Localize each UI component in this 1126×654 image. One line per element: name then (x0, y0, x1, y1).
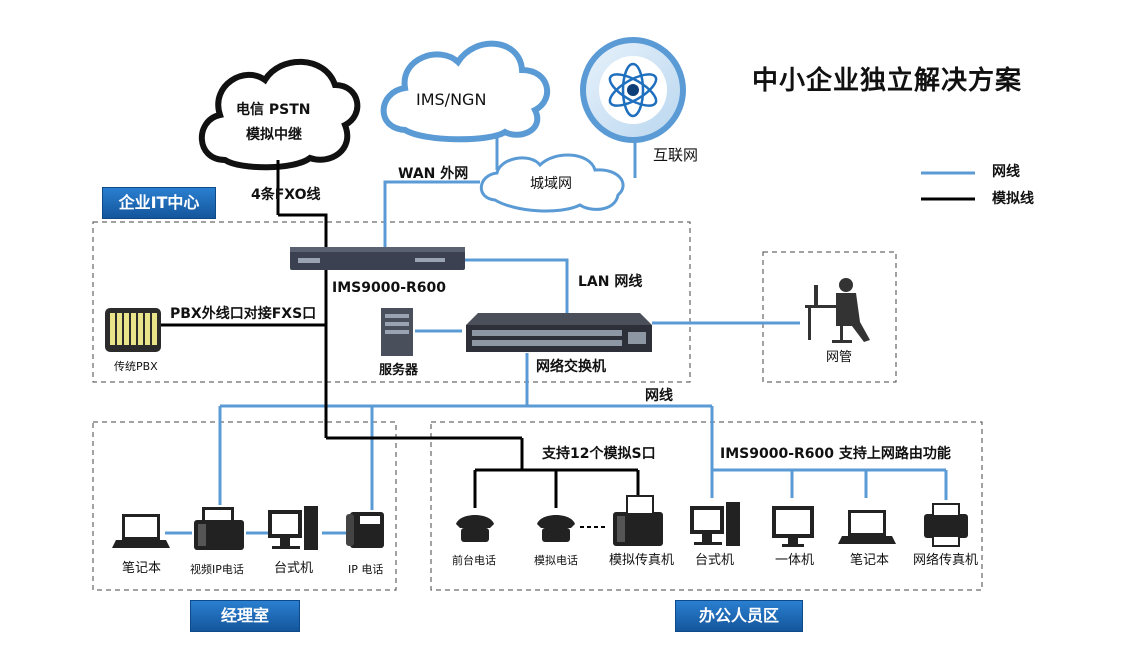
zone-manager (92, 421, 397, 591)
manager-device-label: IP 电话 (348, 563, 384, 576)
pbx-device (105, 308, 161, 352)
it-center-badge: 企业IT中心 (102, 187, 216, 219)
lan-label: LAN 网线 (578, 274, 643, 290)
analog-ports-label: 支持12个模拟S口 (542, 446, 656, 462)
manager-device-label: 台式机 (274, 561, 314, 576)
fxo-label: 4条FXO线 (251, 187, 321, 203)
pbx-label: 传统PBX (114, 360, 158, 373)
wan-label: WAN 外网 (398, 166, 469, 182)
analog-phone-icon (537, 515, 575, 542)
page-title: 中小企业独立解决方案 (752, 66, 1023, 96)
office-device-label: 台式机 (695, 553, 735, 568)
ims9000-device (290, 247, 465, 270)
device-label: IMS9000-R600 (332, 280, 447, 296)
netmgr-person (805, 278, 870, 343)
manager-device-label: 笔记本 (122, 561, 162, 576)
server-label: 服务器 (379, 363, 419, 378)
office-device-label: 前台电话 (452, 554, 496, 567)
legend-network-line: 网线 (992, 164, 1020, 180)
routing-label: IMS9000-R600 支持上网路由功能 (720, 446, 951, 462)
server (381, 308, 413, 356)
netmgr-label: 网管 (826, 350, 853, 365)
video-ip-phone-icon (194, 507, 244, 550)
metro-cloud-label: 城域网 (530, 176, 572, 192)
zone-office (430, 421, 983, 591)
pstn-cloud (198, 58, 361, 171)
zone-it-center (92, 221, 691, 383)
network-line-label: 网线 (645, 388, 673, 404)
network-lines (165, 133, 948, 535)
office-device-label: 模拟传真机 (609, 553, 675, 568)
office-device-label: 模拟电话 (534, 554, 578, 567)
manager-device-label: 视频IP电话 (190, 563, 244, 576)
pbx-link-label: PBX外线口对接FXS口 (170, 306, 317, 322)
internet-globe (580, 37, 686, 143)
office-badge: 办公人员区 (675, 600, 803, 632)
network-switch (466, 313, 652, 352)
all-in-one-icon (772, 506, 814, 547)
front-desk-phone-icon (456, 515, 494, 542)
network-fax-icon (924, 503, 968, 547)
laptop-icon (112, 514, 170, 548)
ims-cloud-label: IMS/NGN (416, 90, 487, 109)
switch-label: 网络交换机 (536, 359, 606, 375)
legend-analog-line: 模拟线 (992, 191, 1034, 207)
pstn-label-1: 电信 PSTN (236, 102, 311, 118)
office-device-label: 笔记本 (850, 553, 890, 568)
office-device-label: 一体机 (775, 553, 815, 568)
zone-netmgr (762, 251, 897, 383)
ims-cloud (380, 40, 551, 143)
manager-badge: 经理室 (190, 600, 300, 632)
ip-phone-icon (346, 512, 384, 548)
analog-lines (160, 160, 640, 508)
office-device-label: 网络传真机 (913, 553, 979, 568)
desktop-icon-office (690, 502, 740, 546)
analog-fax-icon (613, 495, 663, 546)
desktop-icon-manager (268, 506, 318, 550)
metro-cloud (479, 153, 625, 213)
pstn-label-2: 模拟中继 (246, 127, 302, 143)
laptop-icon-office (838, 510, 896, 544)
internet-label: 互联网 (653, 146, 699, 164)
